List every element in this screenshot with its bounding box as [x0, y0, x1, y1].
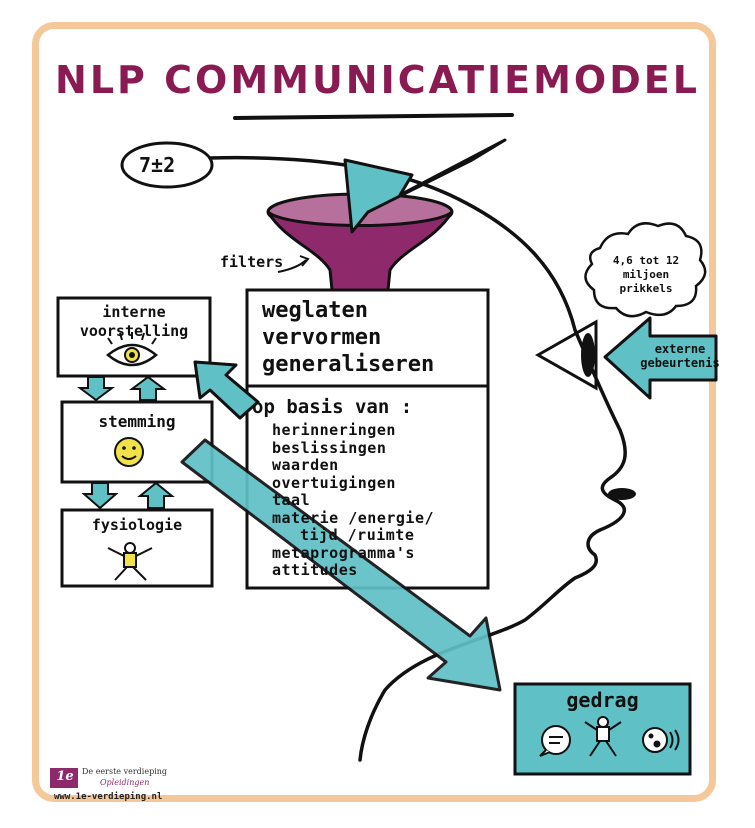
- mood-label: stemming: [98, 412, 176, 431]
- stimuli-cloud: [584, 222, 707, 318]
- head-profile: [208, 155, 627, 762]
- filter-box: [245, 288, 490, 388]
- arrow-up-2: [137, 481, 175, 509]
- filters-pointer: [277, 259, 307, 273]
- filters-label: filters: [220, 253, 284, 271]
- basis-item: tijd /ruimte: [300, 526, 415, 544]
- logo-line2: Opleidingen: [100, 778, 150, 787]
- title-underline: [233, 113, 514, 120]
- website-link[interactable]: www.1e-verdieping.nl: [54, 792, 163, 802]
- arrow-down-2: [81, 482, 119, 510]
- external-event-arrow: [603, 316, 718, 400]
- basis-box: [245, 384, 490, 590]
- eye-shape: [534, 319, 598, 391]
- basis-item: herinneringen: [272, 421, 396, 439]
- basis-item: taal: [272, 491, 311, 509]
- input-arrow: [343, 138, 507, 234]
- logo-brand: 1e: [56, 769, 74, 784]
- person-figure-icon: [107, 542, 153, 581]
- voice-icon: [642, 727, 680, 753]
- filter-processes: weglaten vervormen generaliseren: [262, 297, 434, 378]
- process-delete: weglaten: [262, 298, 368, 323]
- physiology-box: [60, 508, 214, 588]
- logo-line1: De eerste verdieping: [82, 767, 168, 776]
- basis-heading: op basis van :: [252, 396, 413, 418]
- process-generalize: generaliseren: [262, 352, 435, 377]
- page-title: NLP COMMUNICATIEMODEL: [55, 58, 700, 102]
- basis-item: materie /energie/: [272, 508, 435, 527]
- feedback-arrow: [193, 360, 260, 420]
- basis-item: beslissingen: [272, 438, 387, 457]
- basis-item: waarden: [272, 456, 339, 474]
- basis-list: herinneringen beslissingen waarden overt…: [272, 421, 435, 580]
- capacity-label: 7±2: [139, 153, 176, 177]
- arrow-up-1: [129, 375, 167, 401]
- capacity-badge: [120, 141, 214, 189]
- speech-icon: [539, 725, 571, 757]
- logo-mark: [50, 768, 78, 788]
- basis-item: attitudes: [272, 561, 358, 579]
- behavior-arrow: [180, 438, 502, 692]
- process-distort: vervormen: [262, 325, 382, 350]
- physiology-label: fysiologie: [91, 516, 183, 534]
- behavior-label: gedrag: [566, 688, 639, 712]
- funnel-body: [266, 210, 454, 292]
- basis-item: overtuigingen: [272, 473, 396, 492]
- eye-pupil: [581, 333, 595, 377]
- smiley-icon: [114, 437, 144, 467]
- arrow-down-1: [77, 376, 115, 402]
- behavior-person-icon: [584, 716, 622, 757]
- basis-item: metaprogramma's: [272, 543, 415, 562]
- nostril: [608, 488, 636, 500]
